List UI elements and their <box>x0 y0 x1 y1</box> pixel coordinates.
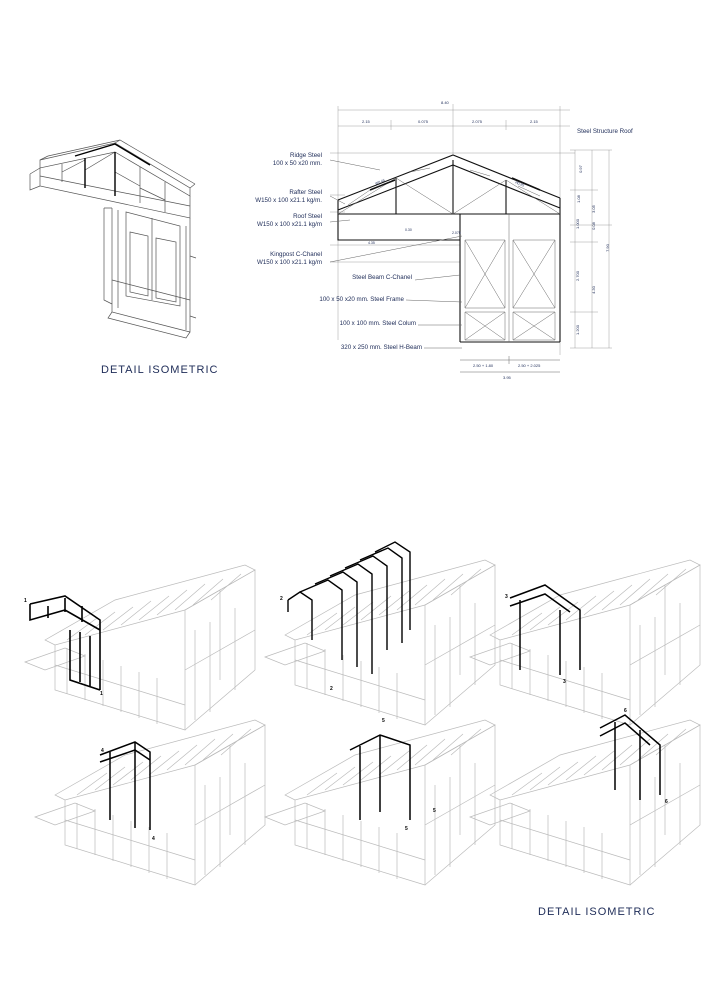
roof-note-4: 2.075 <box>452 231 461 235</box>
step-2-label-b: 2 <box>330 686 333 692</box>
label-rafter-steel-2: W150 x 100 x21.1 kg/m. <box>255 197 322 204</box>
label-ridge-steel-1: Ridge Steel <box>290 152 322 159</box>
label-ridge-steel-2: 100 x 50 x20 mm. <box>272 160 322 167</box>
label-roof-steel-1: Roof Steel <box>293 213 322 220</box>
step-3-drawing: 3 3 <box>469 559 701 726</box>
dim-top-seg-1: 2.15 <box>362 119 370 124</box>
label-steel-frame: 100 x 50 x20 mm. Steel Frame <box>319 296 404 303</box>
dim-top-seg-3: 2.075 <box>472 119 483 124</box>
step-4-label-a: 4 <box>101 748 104 754</box>
step-4-label-b: 4 <box>152 836 155 842</box>
step-6-label-a: 6 <box>624 708 627 714</box>
dim-bottom-total: 3.95 <box>503 375 511 380</box>
roof-note-3: 4.35 <box>368 241 375 245</box>
step-2-drawing: 2 2 <box>264 541 496 726</box>
step-1-label-a: 1 <box>24 598 27 604</box>
step-5-label-b: 5 <box>433 808 436 814</box>
label-kingpost-1: Kingpost C-Chanel <box>270 251 322 258</box>
dim-bottom-seg-1: 2.50 + 1.80 <box>473 363 494 368</box>
step-1-drawing: 1 1 <box>24 564 256 731</box>
label-roof-steel-2: W150 x 100 x21.1 kg/m <box>256 221 322 228</box>
label-steel-structure-roof: Steel Structure Roof <box>577 128 633 135</box>
dim-top-total: 8.40 <box>441 100 449 105</box>
step-6-drawing: 6 6 <box>469 708 701 886</box>
bottom-detail-title: DETAIL ISOMETRIC <box>538 906 656 918</box>
top-detail-title: DETAIL ISOMETRIC <box>101 364 219 376</box>
dim-top-seg-2: 0.075 <box>418 119 429 124</box>
step-2-label-a: 2 <box>280 596 283 602</box>
label-steel-beam: Steel Beam C-Chanel <box>352 274 412 281</box>
step-4-drawing: 4 4 <box>34 719 266 886</box>
step-6-label-b: 6 <box>665 799 668 805</box>
dim-top-seg-4: 2.15 <box>530 119 538 124</box>
step-3-label-a: 3 <box>505 594 508 600</box>
dim-bottom-seg-2: 2.50 + 2.025 <box>518 363 541 368</box>
label-steel-colum: 100 x 100 mm. Steel Colum <box>339 320 416 327</box>
step-5-drawing: 5 5 5 <box>264 718 496 886</box>
label-rafter-steel-1: Rafter Steel <box>289 189 322 196</box>
label-steel-hbeam: 320 x 250 mm. Steel H-Beam <box>340 344 422 351</box>
step-3-label-b: 3 <box>563 679 566 685</box>
label-kingpost-2: W150 x 100 x21.1 kg/m <box>256 259 322 266</box>
roof-note-5: 0.30 <box>405 228 412 232</box>
step-1-label-b: 1 <box>100 691 103 697</box>
step-5-label-a: 5 <box>382 718 385 724</box>
step-5-label-c: 5 <box>405 826 408 832</box>
